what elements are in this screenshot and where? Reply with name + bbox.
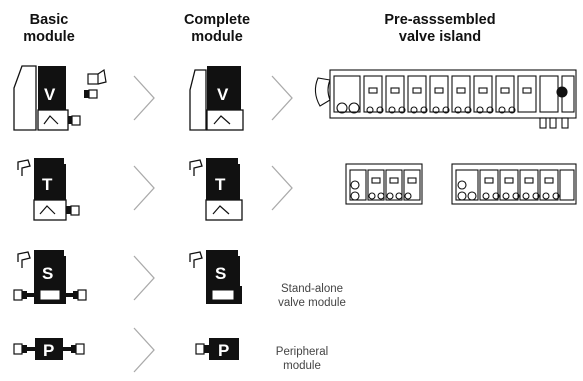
pipe-fitting-icon <box>17 159 31 176</box>
letter-p-complete: P <box>218 341 229 360</box>
chevron-right-icon <box>271 165 293 211</box>
valve-island-icon <box>451 163 577 205</box>
note-stand-alone-line2: valve module <box>278 297 346 309</box>
basic-module-p: P <box>13 338 85 360</box>
letter-t-basic: T <box>42 175 53 194</box>
header-island-line2: valve island <box>398 29 482 45</box>
letter-s-complete: S <box>215 264 226 283</box>
note-stand-alone-line1: Stand-alone <box>280 283 344 295</box>
header-basic-line2: module <box>23 29 75 45</box>
complete-module-s: S <box>189 250 242 304</box>
header-complete-line1: Complete <box>183 12 251 28</box>
basic-module-s: S <box>13 250 87 304</box>
valve-island-icon <box>345 163 423 205</box>
header-complete-line2: module <box>191 29 243 45</box>
complete-module-v: V <box>189 66 244 131</box>
note-peripheral-line2: module <box>283 360 321 372</box>
complete-module-t: T <box>189 158 243 221</box>
letter-v-complete: V <box>217 85 229 104</box>
letter-p-basic: P <box>43 341 54 360</box>
basic-module-v: V <box>13 65 107 131</box>
chevron-right-icon <box>133 327 155 373</box>
valve-island-icon <box>314 69 577 129</box>
chevron-right-icon <box>133 165 155 211</box>
complete-module-p: P <box>195 338 239 360</box>
chevron-right-icon <box>133 75 155 121</box>
header-complete-module: Complete module <box>172 12 262 46</box>
note-peripheral-line1: Peripheral <box>275 346 329 358</box>
letter-s-basic: S <box>42 264 53 283</box>
header-valve-island: Pre-asssembled valve island <box>370 12 510 46</box>
chevron-right-icon <box>271 75 293 121</box>
letter-t-complete: T <box>215 175 226 194</box>
header-island-line1: Pre-asssembled <box>384 12 496 28</box>
basic-module-t: T <box>17 158 80 221</box>
header-basic-line1: Basic <box>29 12 69 28</box>
header-basic-module: Basic module <box>12 12 86 46</box>
note-stand-alone: Stand-alone valve module <box>262 282 362 310</box>
chevron-right-icon <box>133 255 155 301</box>
letter-v-basic: V <box>44 85 56 104</box>
note-peripheral: Peripheral module <box>262 345 342 373</box>
